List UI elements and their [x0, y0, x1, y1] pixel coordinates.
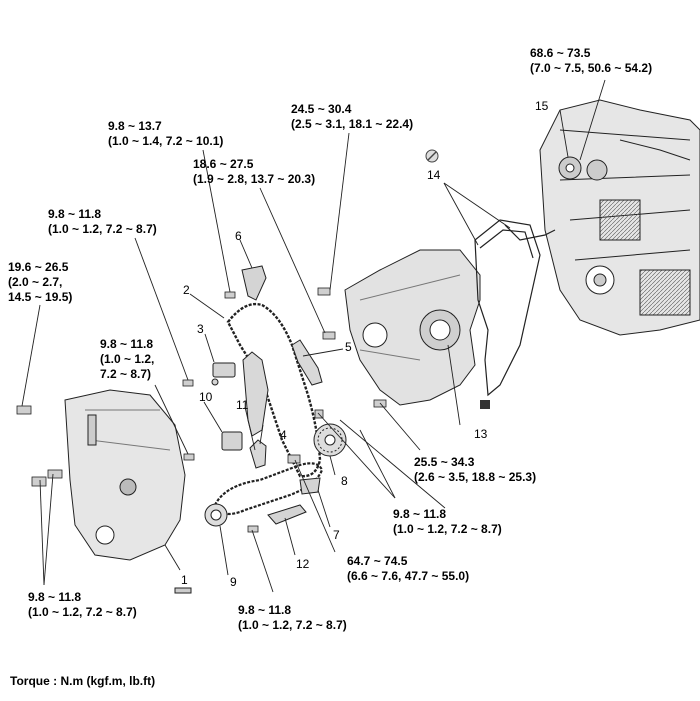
- timing-chain-2: [226, 302, 322, 478]
- crankshaft-sprocket-8: [313, 423, 347, 457]
- torque-label-crank-area-bolt: 25.5 ~ 34.3 (2.6 ~ 3.5, 18.8 ~ 25.3): [414, 455, 537, 484]
- part-number-4: 4: [280, 428, 287, 442]
- torque-label-lower-cover-bolt: 19.6 ~ 26.5 (2.0 ~ 2.7, 14.5 ~ 19.5): [8, 260, 73, 304]
- part-number-9: 9: [230, 575, 237, 589]
- part-number-1: 1: [181, 573, 188, 587]
- part-number-6: 6: [235, 229, 242, 243]
- part-number-5: 5: [345, 340, 352, 354]
- prohibition-icon: [425, 149, 439, 163]
- part-number-3: 3: [197, 322, 204, 336]
- part-number-2: 2: [183, 283, 190, 297]
- torque-unit-note: Torque : N.m (kgf.m, lb.ft): [10, 674, 156, 688]
- part-number-8: 8: [341, 474, 348, 488]
- oil-seal-bracket: [174, 587, 192, 594]
- torque-label-oil-pump-tensioner-bolt: 9.8 ~ 11.8 (1.0 ~ 1.2, 7.2 ~ 8.7): [100, 337, 155, 381]
- oil-pump-chain: [213, 462, 324, 516]
- part-number-13: 13: [474, 427, 488, 441]
- torque-label-tensioner-bolt: 9.8 ~ 11.8 (1.0 ~ 1.2, 7.2 ~ 8.7): [48, 207, 157, 236]
- torque-label-oil-pump-guide-bolt: 9.8 ~ 11.8 (1.0 ~ 1.2, 7.2 ~ 8.7): [238, 603, 347, 632]
- torque-label-camshaft-bolt: 68.6 ~ 73.5 (7.0 ~ 7.5, 50.6 ~ 54.2): [530, 46, 653, 75]
- gasket-14: [474, 219, 556, 397]
- leader-lines: [21, 79, 606, 593]
- part-number-10: 10: [199, 390, 213, 404]
- torque-label-lower-cover-side-bolt: 9.8 ~ 11.8 (1.0 ~ 1.2, 7.2 ~ 8.7): [28, 590, 137, 619]
- oil-pump-chain-guide-7: [299, 477, 321, 495]
- torque-label-cover-bolt-18: 18.6 ~ 27.5 (1.9 ~ 2.8, 13.7 ~ 20.3): [193, 157, 316, 186]
- tensioner-arm-11: [242, 351, 269, 437]
- chain-guide-6: [241, 265, 267, 301]
- torque-label-upper-cover-bolt: 24.5 ~ 30.4 (2.5 ~ 3.1, 18.1 ~ 22.4): [291, 102, 414, 131]
- chain-guide-5: [291, 339, 323, 386]
- camshaft-sprocket-15: [558, 156, 608, 181]
- part-number-7: 7: [333, 528, 340, 542]
- oil-pump-chain-tensioner-10: [221, 431, 243, 451]
- torque-label-guide-bolt-lower: 9.8 ~ 11.8 (1.0 ~ 1.2, 7.2 ~ 8.7): [393, 507, 502, 536]
- torque-label-guide-bolt: 9.8 ~ 13.7 (1.0 ~ 1.4, 7.2 ~ 10.1): [108, 119, 224, 148]
- torque-label-oil-pump-sprocket-bolt: 64.7 ~ 74.5 (6.6 ~ 7.6, 47.7 ~ 55.0): [347, 554, 470, 583]
- upper-timing-cover-13: [344, 249, 481, 406]
- part-number-14: 14: [427, 168, 441, 182]
- part-number-15: 15: [535, 99, 549, 113]
- oil-pump-chain-tensioner-12: [267, 504, 307, 525]
- lower-timing-cover-1: [64, 389, 186, 561]
- sealant-icon: [480, 400, 490, 409]
- chain-guide-4: [249, 439, 267, 469]
- oil-pump-sprocket-9: [204, 503, 228, 527]
- part-number-11: 11: [236, 398, 249, 412]
- chain-tensioner-3: [211, 362, 236, 386]
- part-number-12: 12: [296, 557, 310, 571]
